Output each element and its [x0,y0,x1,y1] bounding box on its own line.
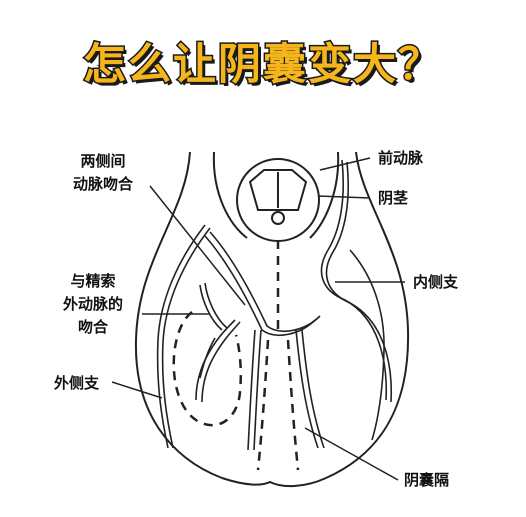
label-bilateral-anastomosis: 两侧间 动脉吻合 [72,152,133,193]
page-title: 怎么让阴囊变大？ [82,39,443,92]
left-artery [156,224,206,449]
label-anterior-artery: 前动脉 [378,149,424,167]
left-dashed-curve [172,311,243,427]
scrotum-outline [134,151,410,488]
anastomosis-artery [204,235,316,336]
label-lateral-branch: 外侧支 [54,374,100,392]
label-scrotal-septum: 阴囊隔 [404,471,450,489]
right-artery [320,159,388,401]
urethra-outline [248,169,308,211]
label-penis: 阴茎 [378,189,409,207]
label-medial-branch: 内侧支 [413,273,459,291]
label-spermatic-anastomosis: 与精索 外动脉的 吻合 [62,272,123,336]
